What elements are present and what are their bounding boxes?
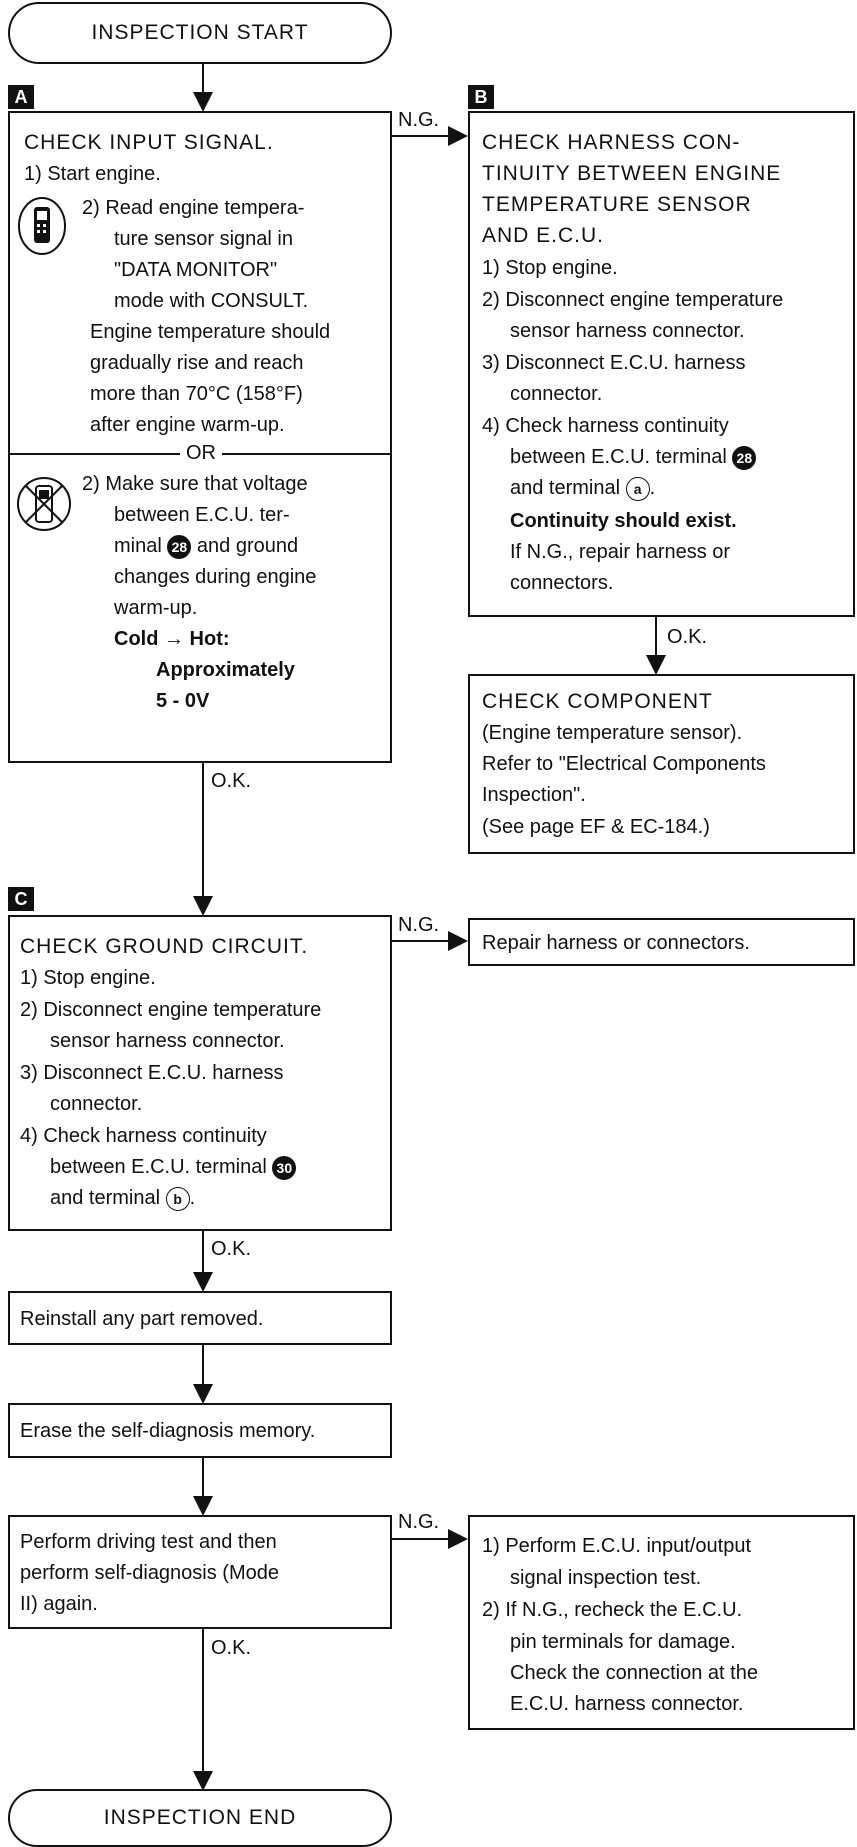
box-c-step-1: 1) Stop engine.: [20, 967, 156, 989]
repair-harness-box: Repair harness or connectors.: [468, 918, 855, 966]
consult-tool-icon: [18, 197, 66, 255]
ecu-line-1: 1) Perform E.C.U. input/output: [482, 1535, 752, 1557]
label-ok-drive: O.K.: [211, 1637, 252, 1659]
box-a-alt-line-8: 5 - 0V: [156, 690, 210, 712]
box-b-title-2: TINUITY BETWEEN ENGINE: [482, 162, 782, 185]
box-b-step-4-line-1: 4) Check harness continuity: [482, 415, 729, 437]
box-b-step-3-line-1: 3) Disconnect E.C.U. harness: [482, 352, 746, 374]
box-a-alt-line-5: warm-up.: [114, 597, 198, 619]
label-ng-drive: N.G.: [398, 1511, 440, 1533]
no-consult-tool-icon: [17, 477, 71, 531]
label-ok-c: O.K.: [211, 1238, 252, 1260]
label-ng-c: N.G.: [398, 914, 440, 936]
component-line-1: CHECK COMPONENT: [482, 690, 713, 713]
drive-line-3: II) again.: [20, 1593, 98, 1615]
component-line-2: (Engine temperature sensor).: [482, 722, 743, 744]
drive-line-2: perform self-diagnosis (Mode: [20, 1562, 279, 1584]
terminal-28-badge: 28: [732, 445, 757, 470]
box-a-title: CHECK INPUT SIGNAL.: [24, 131, 274, 154]
check-input-signal-box: CHECK INPUT SIGNAL. 1) Start engine. 2) …: [8, 111, 392, 763]
repair-text: Repair harness or connectors.: [482, 932, 750, 954]
box-a-step-2-line-1: 2) Read engine tempera-: [82, 197, 305, 219]
label-ok-b: O.K.: [667, 626, 708, 648]
label-ok-a: O.K.: [211, 770, 252, 792]
box-a-alt-line-7: Approximately: [156, 659, 295, 681]
label-ng-a: N.G.: [398, 109, 440, 131]
inspection-end: INSPECTION END: [8, 1789, 392, 1847]
erase-text: Erase the self-diagnosis memory.: [20, 1420, 316, 1442]
terminal-30-badge: 30: [272, 1155, 297, 1180]
check-component-box: CHECK COMPONENT (Engine temperature sens…: [468, 674, 855, 854]
box-b-step-4-line-3-end: .: [649, 477, 656, 499]
box-b-title-1: CHECK HARNESS CON-: [482, 131, 741, 154]
ecu-line-3: 2) If N.G., recheck the E.C.U.: [482, 1599, 743, 1621]
box-b-step-1: 1) Stop engine.: [482, 257, 618, 279]
component-line-3: Refer to "Electrical Components: [482, 753, 766, 775]
box-c-step-4-line-2-text: between E.C.U. terminal: [50, 1156, 267, 1178]
box-b-title-3: TEMPERATURE SENSOR: [482, 193, 752, 216]
component-line-5: (See page EF & EC-184.): [482, 816, 710, 838]
drive-line-1: Perform driving test and then: [20, 1531, 277, 1553]
box-a-step-1: 1) Start engine.: [24, 163, 161, 185]
box-c-step-2-line-1: 2) Disconnect engine temperature: [20, 999, 322, 1021]
box-a-alt-line-2: between E.C.U. ter-: [114, 504, 290, 526]
box-a-step-2-line-8: after engine warm-up.: [90, 414, 285, 436]
terminal-28-badge: 28: [167, 534, 192, 559]
box-b-result-2: If N.G., repair harness or: [510, 541, 731, 563]
box-a-step-2-line-4: mode with CONSULT.: [114, 290, 309, 312]
ecu-line-2: signal inspection test.: [510, 1567, 702, 1589]
inspection-start: INSPECTION START: [8, 2, 392, 64]
box-b-step-4-line-3-text: and terminal: [510, 477, 621, 499]
box-c-step-2-line-2: sensor harness connector.: [50, 1030, 285, 1052]
ecu-line-5: Check the connection at the: [510, 1662, 758, 1684]
terminal-a-badge: a: [625, 476, 650, 501]
box-b-step-2-line-2: sensor harness connector.: [510, 320, 745, 342]
box-a-alt-line-6: Cold → Hot:: [114, 628, 230, 650]
step-tag-a: A: [8, 85, 34, 109]
ecu-inspection-box: 1) Perform E.C.U. input/output signal in…: [468, 1515, 855, 1730]
box-b-result-1: Continuity should exist.: [510, 510, 737, 532]
box-c-step-3-line-1: 3) Disconnect E.C.U. harness: [20, 1062, 284, 1084]
box-a-alt-line-3-text: minal: [114, 535, 162, 557]
terminal-b-badge: b: [165, 1186, 190, 1211]
step-tag-b: B: [468, 85, 494, 109]
box-c-title: CHECK GROUND CIRCUIT.: [20, 935, 309, 958]
box-c-step-4-line-3-text: and terminal: [50, 1187, 161, 1209]
box-a-step-2-line-3: "DATA MONITOR": [114, 259, 278, 281]
box-a-alt-line-1: 2) Make sure that voltage: [82, 473, 308, 495]
box-b-result-3: connectors.: [510, 572, 614, 594]
box-b-step-3-line-2: connector.: [510, 383, 603, 405]
step-tag-c: C: [8, 887, 34, 911]
box-a-step-2-line-7: more than 70°C (158°F): [90, 383, 303, 405]
box-b-step-2-line-1: 2) Disconnect engine temperature: [482, 289, 784, 311]
box-a-alt-line-3-end: and ground: [196, 535, 299, 557]
box-b-step-4-line-2-text: between E.C.U. terminal: [510, 446, 727, 468]
component-line-4: Inspection".: [482, 784, 586, 806]
box-c-step-4-line-2: between E.C.U. terminal 30: [50, 1152, 297, 1183]
box-a-step-2-line-6: gradually rise and reach: [90, 352, 304, 374]
box-a-step-2-line-2: ture sensor signal in: [114, 228, 293, 250]
box-c-step-4-line-3-end: .: [189, 1187, 196, 1209]
box-c-step-3-line-2: connector.: [50, 1093, 143, 1115]
box-b-step-4-line-3: and terminal a.: [510, 473, 655, 504]
reinstall-box: Reinstall any part removed.: [8, 1291, 392, 1345]
box-a-alt-line-3: minal 28 and ground: [114, 531, 298, 562]
box-a-step-2-line-5: Engine temperature should: [90, 321, 331, 343]
box-c-step-4-line-1: 4) Check harness continuity: [20, 1125, 267, 1147]
reinstall-text: Reinstall any part removed.: [20, 1308, 264, 1330]
erase-memory-box: Erase the self-diagnosis memory.: [8, 1403, 392, 1458]
ecu-line-4: pin terminals for damage.: [510, 1631, 736, 1653]
check-ground-circuit-box: CHECK GROUND CIRCUIT. 1) Stop engine. 2)…: [8, 915, 392, 1231]
box-a-alt-line-4: changes during engine: [114, 566, 317, 588]
check-harness-continuity-box: CHECK HARNESS CON- TINUITY BETWEEN ENGIN…: [468, 111, 855, 617]
ecu-line-6: E.C.U. harness connector.: [510, 1693, 744, 1715]
driving-test-box: Perform driving test and then perform se…: [8, 1515, 392, 1629]
box-c-step-4-line-3: and terminal b.: [50, 1183, 195, 1214]
or-label: OR: [180, 441, 222, 465]
box-b-step-4-line-2: between E.C.U. terminal 28: [510, 442, 757, 473]
box-b-title-4: AND E.C.U.: [482, 224, 605, 247]
